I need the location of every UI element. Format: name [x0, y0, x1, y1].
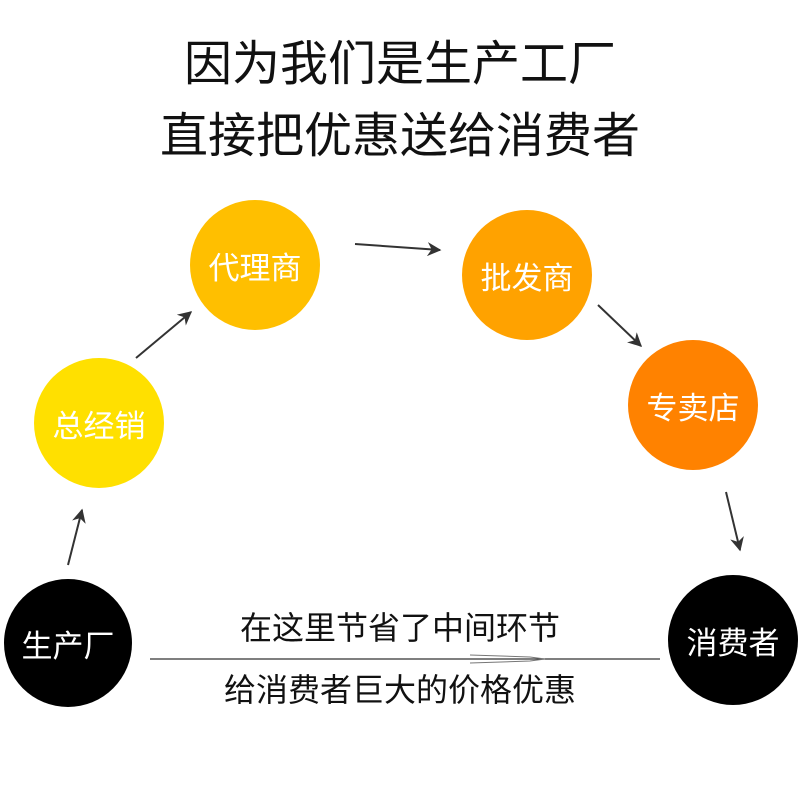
- title-line-1: 因为我们是生产工厂: [183, 36, 616, 92]
- wholesaler-label: 批发商: [480, 260, 574, 297]
- wholesaler-node: 批发商: [462, 210, 592, 340]
- arrow-wholesaler-to-store: [597, 304, 643, 347]
- general-distributor-node: 总经销: [34, 358, 164, 488]
- manufacturer-label: 生产厂: [21, 628, 115, 665]
- store-label: 专卖店: [646, 390, 740, 427]
- arrow-manufacturer-to-general: [67, 508, 86, 566]
- consumer-label: 消费者: [686, 625, 780, 662]
- savings-note-bottom: 给消费者巨大的价格优惠: [223, 671, 576, 709]
- bypass-arrow: [150, 654, 660, 664]
- store-node: 专卖店: [628, 340, 758, 470]
- agent-node: 代理商: [190, 200, 320, 330]
- title-line-2: 直接把优惠送给消费者: [159, 108, 640, 164]
- arrow-store-to-consumer: [725, 491, 744, 552]
- agent-label: 代理商: [208, 250, 302, 287]
- savings-note-top: 在这里节省了中间环节: [239, 609, 560, 647]
- consumer-node: 消费者: [668, 575, 798, 705]
- arrow-general-to-agent: [135, 311, 193, 359]
- arrow-agent-to-wholesaler: [354, 242, 442, 257]
- general-distributor-label: 总经销: [52, 408, 146, 445]
- manufacturer-node: 生产厂: [4, 579, 132, 707]
